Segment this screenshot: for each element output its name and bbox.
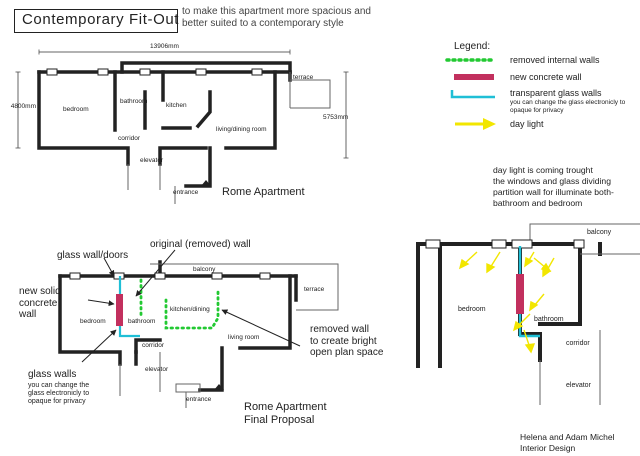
plan2-removed-walls bbox=[139, 278, 220, 330]
plan1-living-label: living/dining room bbox=[216, 126, 267, 133]
plan1-corridor-label: corridor bbox=[118, 135, 141, 142]
plan2-living-label: living room bbox=[228, 334, 260, 341]
plan2-concrete-note-line2: concrete bbox=[19, 297, 58, 309]
plan2-removed-note-line3: open plan space bbox=[310, 347, 384, 358]
plan1-walls bbox=[37, 61, 292, 188]
footer-line1: Helena and Adam Michel bbox=[520, 432, 615, 442]
page-subtitle: to make this apartment more spacious and… bbox=[182, 6, 371, 29]
plan2-leader-lines bbox=[81, 249, 301, 363]
plan1-thin-lines bbox=[15, 49, 349, 204]
plan2-glass-walls-sub3: opaque for privacy bbox=[28, 398, 86, 405]
page-title: Contemporary Fit-Out bbox=[22, 11, 180, 28]
legend-concrete-swatch bbox=[454, 74, 494, 80]
plan1-bathroom-label: bathroom bbox=[120, 98, 148, 105]
legend-daylight-arrow-icon bbox=[455, 118, 496, 130]
plan2-terrace-label: terrace bbox=[304, 286, 325, 293]
plan2-entrance-label: entrance bbox=[186, 396, 212, 403]
plan2-removed-note-line1: removed wall bbox=[310, 324, 369, 335]
plan1-dim-left: 4800mm bbox=[10, 103, 36, 110]
plan2-thin-lines bbox=[119, 263, 339, 408]
title-box bbox=[14, 9, 178, 33]
plan3-note-line2: the windows and glass dividing bbox=[493, 176, 611, 186]
plan1-entrance-arrow-icon bbox=[201, 180, 211, 186]
plan1-entrance-label: entrance bbox=[173, 189, 199, 196]
plan1-title: Rome Apartment bbox=[222, 186, 305, 198]
plan3-daylight-arrows bbox=[458, 251, 555, 354]
plan2-title-line1: Rome Apartment bbox=[244, 401, 327, 413]
plan3-concrete-wall bbox=[516, 274, 524, 314]
plan2-concrete-wall bbox=[116, 294, 123, 326]
plan1-terrace-label: terrace bbox=[293, 74, 314, 81]
plan1-dim-right: 5753mm bbox=[323, 114, 349, 121]
plan2-removed-note-line2: to create bright bbox=[310, 335, 377, 347]
plan1-windows bbox=[46, 68, 263, 76]
plan2-kitchen-label: kitchen/dining bbox=[170, 306, 210, 313]
legend-title: Legend: bbox=[454, 41, 491, 52]
plan2-balcony-label: balcony bbox=[193, 266, 216, 273]
legend-glass-sublabel: you can change the glass electronicly to… bbox=[510, 99, 626, 114]
plan2-corridor-label: corridor bbox=[142, 342, 165, 349]
plan1-bedroom-label: bedroom bbox=[63, 106, 89, 113]
legend-glass-label: transparent glass walls bbox=[510, 88, 602, 98]
plan2-walls bbox=[58, 260, 298, 392]
plan2-entrance-arrow-icon bbox=[214, 384, 224, 390]
plan1-kitchen-label: kitchen bbox=[166, 102, 187, 109]
plan3-corridor-label: corridor bbox=[566, 340, 590, 347]
plan3-note-line4: bathroom and bedroom bbox=[493, 198, 583, 208]
plan1-elevator-label: elevator bbox=[140, 157, 164, 164]
plan3-bathroom-label: bathroom bbox=[534, 316, 564, 323]
plan3-balcony-label: balcony bbox=[587, 229, 612, 236]
plan2-concrete-note-line1: new solid bbox=[19, 286, 61, 297]
plan3-note-line1: day light is coming trought bbox=[493, 165, 593, 175]
plan2-glass-walls-sub2: glass electronicly to bbox=[28, 390, 90, 397]
plan3-elevator-label: elevator bbox=[566, 382, 591, 389]
plan2-glass-walls-note: glass walls bbox=[28, 369, 77, 380]
plan1-dim-width: 13906mm bbox=[150, 43, 179, 50]
footer-line2: Interior Design bbox=[520, 443, 576, 453]
plan3-windows bbox=[425, 239, 585, 249]
plan3-bedroom-label: bedroom bbox=[458, 306, 486, 313]
plan2-bathroom-label: bathroom bbox=[128, 318, 156, 325]
plan2-title-line2: Final Proposal bbox=[244, 414, 315, 426]
legend-removed-label: removed internal walls bbox=[510, 55, 600, 65]
plan2-elevator-label: elevator bbox=[145, 366, 169, 373]
plan3-note-line3: partition wall for illuminate both- bbox=[493, 187, 614, 197]
plan2-concrete-note-line3: wall bbox=[19, 309, 37, 320]
plan2-original-wall-note: original (removed) wall bbox=[150, 239, 251, 250]
plan2-glass-walls-sub1: you can change the bbox=[28, 382, 90, 389]
legend-daylight-label: day light bbox=[510, 119, 544, 129]
legend-glass-swatch bbox=[450, 90, 495, 99]
plan2-bedroom-label: bedroom bbox=[80, 318, 106, 325]
plan3-thin-lines bbox=[529, 223, 640, 405]
plan2-glass-doors-note: glass wall/doors bbox=[57, 250, 129, 261]
legend-concrete-label: new concrete wall bbox=[510, 72, 582, 82]
plan3-walls bbox=[416, 242, 602, 368]
